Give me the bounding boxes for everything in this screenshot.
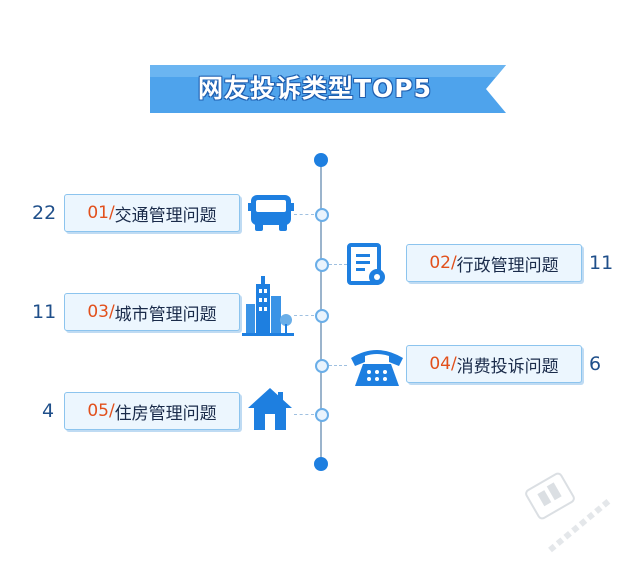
timeline-node-5: [315, 408, 329, 422]
city-buildings-icon: [242, 276, 294, 336]
watermark-logo: [525, 472, 612, 553]
timeline-node-3: [315, 309, 329, 323]
timeline-node-1: [315, 208, 329, 222]
timeline-node-4: [315, 359, 329, 373]
list-item: 04/ 消费投诉问题: [406, 345, 582, 383]
document-gear-icon: [347, 243, 385, 285]
item-label: 交通管理问题: [114, 205, 217, 226]
item-count: 22: [32, 202, 57, 224]
timeline-node-2: [315, 258, 329, 272]
item-index: 04/: [429, 354, 457, 374]
item-count: 4: [42, 400, 55, 422]
item-label: 行政管理问题: [456, 255, 559, 276]
item-count: 11: [589, 252, 614, 274]
item-index: 05/: [87, 401, 115, 421]
bus-icon: [248, 195, 294, 231]
item-count: 6: [589, 353, 602, 375]
item-label: 消费投诉问题: [456, 356, 559, 377]
list-item: 05/ 住房管理问题: [64, 392, 240, 430]
connector-4: [329, 365, 347, 366]
item-label: 城市管理问题: [114, 304, 217, 325]
telephone-icon: [351, 350, 403, 386]
title-banner: 网友投诉类型TOP5: [150, 65, 506, 113]
list-item: 03/ 城市管理问题: [64, 293, 240, 331]
item-index: 03/: [87, 302, 115, 322]
house-icon: [248, 388, 292, 430]
connector-3: [294, 315, 314, 316]
list-item: 01/ 交通管理问题: [64, 194, 240, 232]
item-index: 02/: [429, 253, 457, 273]
banner-shape: [150, 65, 506, 113]
connector-5: [294, 414, 314, 415]
timeline-end-dot: [314, 457, 328, 471]
item-index: 01/: [87, 203, 115, 223]
connector-2: [329, 264, 347, 265]
list-item: 02/ 行政管理问题: [406, 244, 582, 282]
item-count: 11: [32, 301, 57, 323]
connector-1: [294, 214, 314, 215]
item-label: 住房管理问题: [114, 403, 217, 424]
timeline-start-dot: [314, 153, 328, 167]
page-title: 网友投诉类型TOP5: [197, 74, 433, 103]
